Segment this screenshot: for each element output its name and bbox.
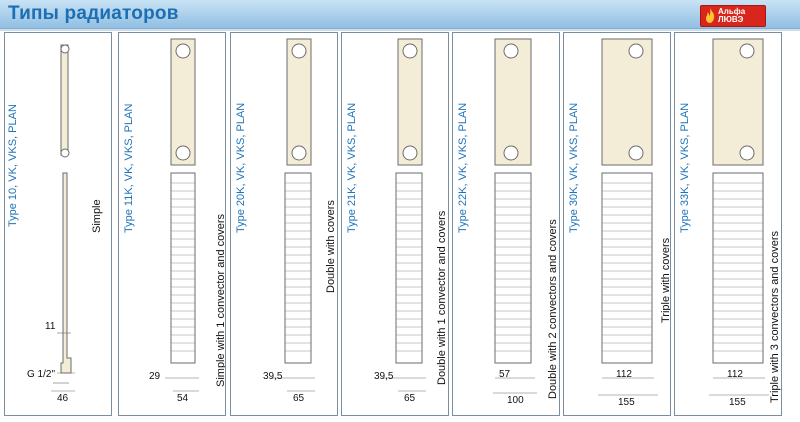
panel-type22k: Type 22K, VK, VKS, PLAN Double with 2 co… [452,32,560,416]
description-type21k: Double with 1 convector and covers [436,210,448,385]
dim-left-type21k: 39,5 [374,371,394,382]
header-divider [0,29,800,31]
radiator-type20k-drawing [271,38,315,392]
dim-extra2-type10: G 1/2" [27,369,56,380]
panel-type21k: Type 21K, VK, VKS, PLAN Double with 1 co… [341,32,449,416]
description-type11k: Simple with 1 convector and covers [215,213,226,387]
dim-right-type22k: 100 [507,395,524,406]
panel-type10: Type 10, VK, VKS, PLAN Simple 11 G 1/2" … [4,32,112,416]
type-label-type30k: Type 30K, VK, VKS, PLAN [568,102,580,233]
dim-left-type11k: 29 [149,371,161,382]
description-type22k: Double with 2 convectors and covers [547,219,559,399]
radiator-type33k-drawing [709,38,769,396]
description-type30k: Triple with covers [660,237,671,323]
description-type10: Simple [91,199,103,233]
dim-right-type10: 46 [57,393,69,404]
radiator-type10-drawing [51,44,75,392]
brand-logo: Альфа ЛЮВЭ [700,5,766,27]
panel-type20k: Type 20K, VK, VKS, PLAN Double with cove… [230,32,338,416]
dim-extra1-type10: 11 [45,321,56,332]
type-label-type20k: Type 20K, VK, VKS, PLAN [235,102,247,233]
page-title: Типы радиаторов [8,3,179,24]
dim-right-type33k: 155 [729,397,746,408]
logo-text-line2: ЛЮВЭ [718,15,744,24]
radiator-type22k-drawing [493,38,537,394]
type-label-type10: Type 10, VK, VKS, PLAN [7,104,19,227]
dim-left-type30k: 112 [616,369,632,380]
type-label-type22k: Type 22K, VK, VKS, PLAN [457,102,469,233]
panel-type33k: Type 33K, VK, VKS, PLAN Triple with 3 co… [674,32,782,416]
panel-type30k: Type 30K, VK, VKS, PLAN Triple with cove… [563,32,671,416]
dim-left-type33k: 112 [727,369,743,380]
dim-left-type20k: 39,5 [263,371,283,382]
type-label-type11k: Type 11K, VK, VKS, PLAN [123,103,135,233]
radiator-type21k-drawing [382,38,426,392]
type-label-type21k: Type 21K, VK, VKS, PLAN [346,102,358,233]
logo-text-line1: Альфа [718,7,746,16]
radiator-type11k-drawing [165,38,199,392]
flame-icon [706,8,715,23]
dim-left-type22k: 57 [499,369,511,380]
dim-right-type11k: 54 [177,393,189,404]
panel-type11k: Type 11K, VK, VKS, PLAN Simple with 1 co… [118,32,226,416]
description-type33k: Triple with 3 convectors and covers [769,231,781,403]
dim-right-type20k: 65 [293,393,305,404]
header-bar: Типы радиаторов Альфа ЛЮВЭ [0,0,800,29]
radiator-type30k-drawing [598,38,658,396]
type-label-type33k: Type 33K, VK, VKS, PLAN [679,102,691,233]
dim-right-type21k: 65 [404,393,416,404]
dim-right-type30k: 155 [618,397,635,408]
description-type20k: Double with covers [325,200,337,293]
